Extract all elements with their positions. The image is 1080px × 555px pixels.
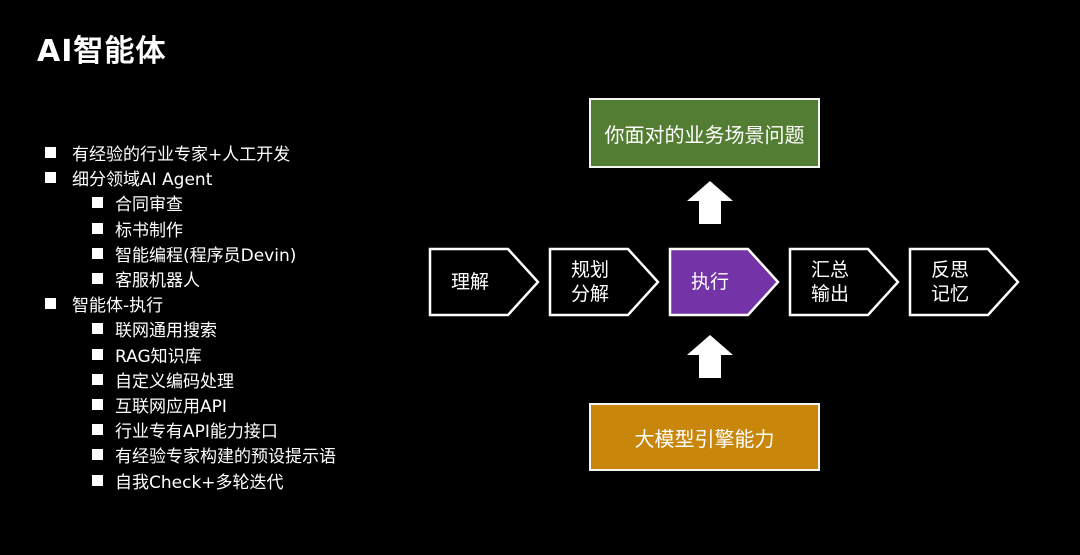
bullet-text: 行业专有API能力接口: [115, 422, 278, 443]
flow-step-highlighted: 执行: [668, 247, 780, 317]
flow-step: 理解: [428, 247, 540, 317]
pentagon-arrow-shape: [428, 247, 540, 317]
flow-step-label-line: 理解: [450, 271, 489, 293]
square-bullet-icon: [92, 474, 103, 486]
flow-step-label-line: 输出: [810, 283, 849, 305]
square-bullet-icon: [45, 147, 56, 159]
square-bullet-icon: [92, 222, 103, 234]
bullet-text: 自定义编码处理: [115, 371, 234, 392]
flow-step-label: 反思记忆: [908, 247, 992, 317]
bullet-item: 标书制作: [45, 216, 336, 241]
engine-box: 大模型引擎能力: [589, 403, 820, 471]
pentagon-arrow-shape: [668, 247, 780, 317]
flow-steps: 理解规划分解执行汇总输出反思记忆: [428, 247, 1020, 317]
page-title: AI智能体: [37, 34, 167, 69]
square-bullet-icon: [92, 449, 103, 461]
flow-step-label: 汇总输出: [788, 247, 872, 317]
bullet-text: 标书制作: [115, 220, 183, 241]
bullet-item: RAG知识库: [45, 342, 336, 367]
square-bullet-icon: [45, 298, 56, 310]
bullet-item: 互联网应用API: [45, 392, 336, 417]
bullet-item: 行业专有API能力接口: [45, 417, 336, 442]
square-bullet-icon: [92, 348, 103, 360]
bullet-text: 合同审查: [115, 195, 183, 216]
bullet-item: 自我Check+多轮迭代: [45, 467, 336, 493]
flow-step-label-line: 执行: [690, 271, 729, 293]
bullet-text: 智能编程(程序员Devin): [115, 245, 297, 266]
pentagon-arrow-shape: [908, 247, 1020, 317]
engine-box-label: 大模型引擎能力: [634, 426, 775, 451]
flow-step-label-line: 规划: [570, 259, 609, 281]
bullet-text: RAG知识库: [115, 346, 202, 367]
pentagon-arrow-shape: [788, 247, 900, 317]
bullet-item: 有经验的行业专家+人工开发: [45, 140, 336, 165]
bullet-text: 细分领域AI Agent: [72, 170, 213, 191]
bullet-item: 联网通用搜索: [45, 316, 336, 341]
up-arrow-icon-to-problem: [687, 181, 733, 224]
flow-step-label-line: 记忆: [930, 283, 969, 305]
bullet-text: 客服机器人: [115, 271, 200, 292]
flow-step: 反思记忆: [908, 247, 1020, 317]
bullet-text: 自我Check+多轮迭代: [115, 472, 284, 493]
flow-step-label-line: 分解: [570, 283, 609, 305]
bullet-item: 细分领域AI Agent: [45, 165, 336, 190]
flow-step-label: 规划分解: [548, 247, 632, 317]
bullet-text: 智能体-执行: [72, 296, 164, 317]
problem-box: 你面对的业务场景问题: [589, 98, 820, 168]
bullet-item: 合同审查: [45, 190, 336, 215]
up-arrow-icon-from-engine: [687, 335, 733, 378]
flow-step-label-line: 反思: [930, 259, 969, 281]
bullet-text: 互联网应用API: [115, 396, 227, 417]
square-bullet-icon: [92, 424, 103, 436]
bullet-item: 客服机器人: [45, 266, 336, 291]
flow-step-label-line: 汇总: [810, 259, 849, 281]
flow-step: 汇总输出: [788, 247, 900, 317]
bullet-item: 智能体-执行: [45, 291, 336, 316]
square-bullet-icon: [92, 323, 103, 335]
square-bullet-icon: [92, 247, 103, 259]
problem-box-label: 你面对的业务场景问题: [604, 122, 805, 147]
bullet-text: 联网通用搜索: [115, 321, 217, 342]
flow-step: 规划分解: [548, 247, 660, 317]
bullet-list: 有经验的行业专家+人工开发细分领域AI Agent 合同审查标书制作智能编程(程序…: [45, 140, 336, 493]
pentagon-arrow-shape: [548, 247, 660, 317]
bullet-text: 有经验的行业专家+人工开发: [72, 145, 291, 166]
square-bullet-icon: [92, 398, 103, 410]
square-bullet-icon: [92, 197, 103, 209]
square-bullet-icon: [45, 172, 56, 184]
flow-step-label: 执行: [668, 247, 752, 317]
square-bullet-icon: [92, 373, 103, 385]
square-bullet-icon: [92, 273, 103, 285]
flow-step-label: 理解: [428, 247, 512, 317]
bullet-item: 自定义编码处理: [45, 367, 336, 392]
bullet-text: 有经验专家构建的预设提示语: [115, 447, 336, 468]
bullet-item: 有经验专家构建的预设提示语: [45, 442, 336, 467]
bullet-item: 智能编程(程序员Devin): [45, 241, 336, 266]
